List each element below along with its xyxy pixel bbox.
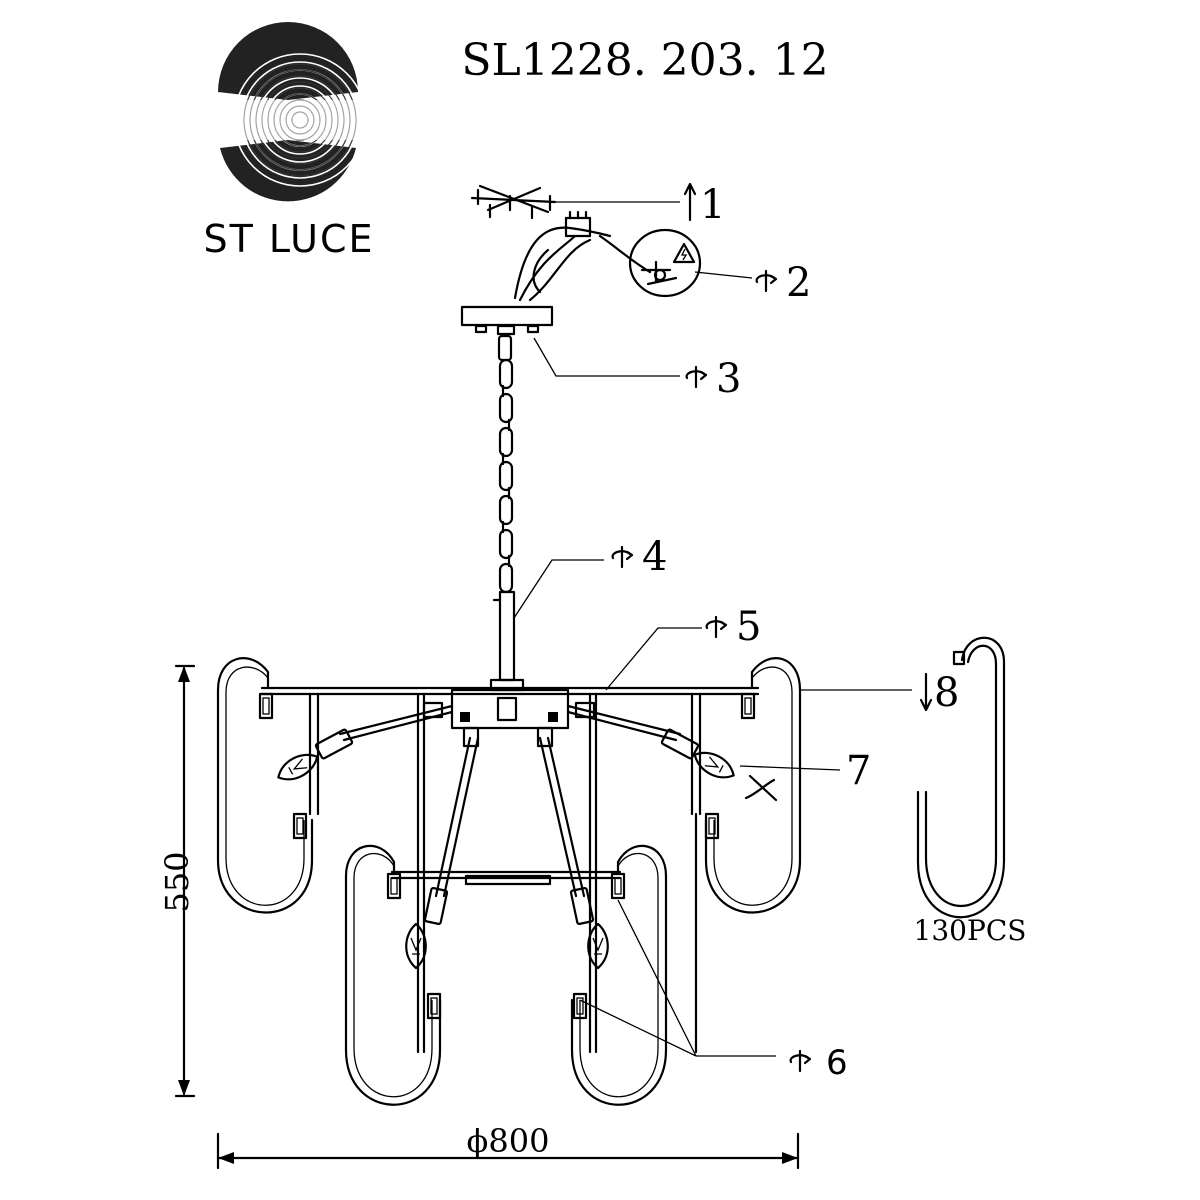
brand-name: ST LUCE bbox=[203, 217, 374, 261]
rotate-arrow-icon bbox=[611, 545, 634, 569]
diameter-dimension bbox=[216, 1132, 800, 1170]
upper-frame-bar bbox=[260, 686, 760, 730]
callout-label-4: 4 bbox=[642, 534, 667, 580]
callout-label-1: 1 bbox=[700, 182, 725, 228]
ceiling-canopy bbox=[460, 305, 554, 362]
suspension-chain bbox=[498, 358, 514, 594]
diameter-value: ϕ800 bbox=[467, 1122, 550, 1160]
callout-label-8: 8 bbox=[934, 670, 959, 716]
wire-detail-magnifier bbox=[628, 228, 702, 298]
up-arrow-icon bbox=[683, 182, 697, 222]
down-arrow-icon bbox=[919, 672, 933, 712]
spiral-disc-logo bbox=[216, 22, 367, 202]
rotate-arrow-icon bbox=[789, 1049, 812, 1073]
leader-line-6 bbox=[579, 899, 776, 1057]
lower-right-loop bbox=[570, 844, 668, 1106]
leader-line-3 bbox=[533, 337, 680, 377]
upper-left-lamp bbox=[272, 701, 454, 788]
callout-label-5: 5 bbox=[736, 604, 761, 650]
leader-line-5 bbox=[605, 627, 702, 691]
leader-line-4 bbox=[513, 559, 604, 619]
rotate-arrow-icon bbox=[755, 269, 778, 293]
callout-label-3: 3 bbox=[716, 356, 741, 402]
leader-line-7 bbox=[739, 765, 841, 771]
central-stem bbox=[489, 590, 525, 692]
upper-right-lamp bbox=[566, 701, 740, 786]
electric-hazard-icon bbox=[672, 242, 696, 264]
hook-quantity: 130PCS bbox=[914, 914, 1027, 947]
mounting-bracket bbox=[470, 184, 557, 220]
height-dimension bbox=[174, 664, 196, 1098]
lower-right-lamp bbox=[536, 726, 609, 970]
lower-frame-bar bbox=[390, 870, 622, 886]
callout-label-7: 7 bbox=[846, 748, 871, 794]
s-hook-detail bbox=[916, 636, 1006, 919]
model-code: SL1228. 203. 12 bbox=[461, 35, 828, 86]
wire-connection bbox=[513, 210, 652, 302]
lower-left-loop bbox=[344, 844, 442, 1106]
callout-label-2: 2 bbox=[786, 260, 811, 306]
bulb-screw-icon bbox=[744, 774, 778, 802]
upper-right-loop bbox=[690, 657, 802, 914]
lower-left-lamp bbox=[405, 726, 480, 970]
callout-label-6: 6 bbox=[826, 1043, 848, 1083]
rotate-arrow-icon bbox=[685, 365, 708, 389]
leader-line-2 bbox=[694, 271, 753, 279]
upper-left-loop bbox=[216, 657, 320, 914]
rotate-arrow-icon bbox=[705, 615, 728, 639]
height-value: 550 bbox=[158, 851, 196, 912]
